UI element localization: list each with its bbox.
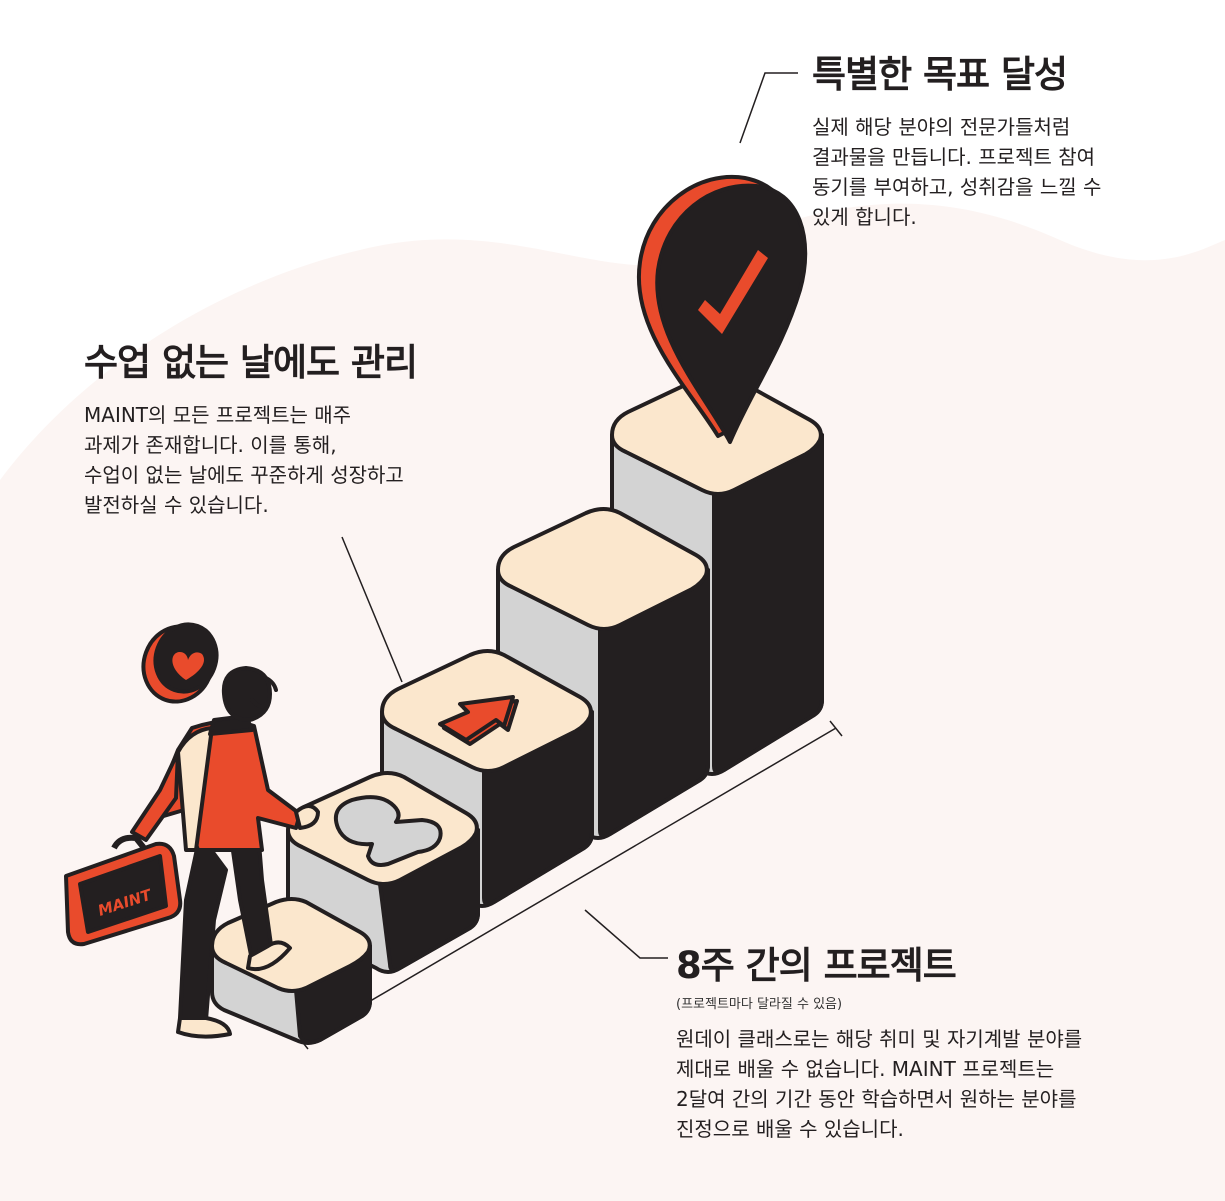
heart-icon (172, 652, 205, 680)
check-icon (698, 250, 768, 334)
management-line: 과제가 존재합니다. 이를 통해, (84, 433, 337, 457)
briefcase: MAINT (64, 834, 183, 947)
management-title: 수업 없는 날에도 관리 (84, 341, 418, 384)
goal-description: 실제 해당 분야의 전문가들처럼 결과물을 만듭니다. 프로젝트 참여 동기를 … (812, 112, 1101, 232)
goal-section: 특별한 목표 달성 실제 해당 분야의 전문가들처럼 결과물을 만듭니다. 프로… (812, 44, 1101, 232)
project-duration-description: 원데이 클래스로는 해당 취미 및 자기계발 분야를 제대로 배울 수 없습니다… (676, 1024, 1082, 1144)
callout-line-bottom (584, 909, 668, 959)
goal-line: 동기를 부여하고, 성취감을 느낄 수 (812, 175, 1102, 199)
goal-line: 실제 해당 분야의 전문가들처럼 (812, 115, 1071, 139)
heart-badge (141, 622, 219, 704)
management-line: 발전하실 수 있습니다. (84, 493, 269, 517)
project-duration-line: 2달여 간의 기간 동안 학습하면서 원하는 분야를 (676, 1087, 1077, 1111)
callout-line-mid (341, 536, 403, 683)
callout-line-top (739, 72, 798, 144)
project-duration-title: 8주 간의 프로젝트 (676, 944, 957, 987)
management-section: 수업 없는 날에도 관리 MAINT의 모든 프로젝트는 매주 과제가 존재합니… (84, 332, 418, 520)
project-duration-note: (프로젝트마다 달라질 수 있음) (676, 997, 843, 1012)
management-line: MAINT의 모든 프로젝트는 매주 (84, 403, 352, 427)
goal-line: 있게 합니다. (812, 205, 917, 229)
project-duration-line: 진정으로 배울 수 있습니다. (676, 1117, 904, 1141)
person-bust-icon (333, 795, 443, 867)
management-description: MAINT의 모든 프로젝트는 매주 과제가 존재합니다. 이를 통해, 수업이… (84, 400, 417, 520)
person-climbing (130, 666, 320, 1039)
project-duration-line: 제대로 배울 수 없습니다. MAINT 프로젝트는 (676, 1057, 1055, 1081)
project-duration-line: 원데이 클래스로는 해당 취미 및 자기계발 분야를 (676, 1027, 1083, 1051)
map-pin-icon (636, 174, 808, 444)
goal-title: 특별한 목표 달성 (812, 53, 1068, 96)
goal-line: 결과물을 만듭니다. 프로젝트 참여 (812, 145, 1096, 169)
project-duration-section: 8주 간의 프로젝트 (프로젝트마다 달라질 수 있음) 원데이 클래스로는 해… (676, 935, 1082, 1144)
arrow-up-icon (438, 695, 519, 746)
management-line: 수업이 없는 날에도 꾸준하게 성장하고 (84, 463, 404, 487)
